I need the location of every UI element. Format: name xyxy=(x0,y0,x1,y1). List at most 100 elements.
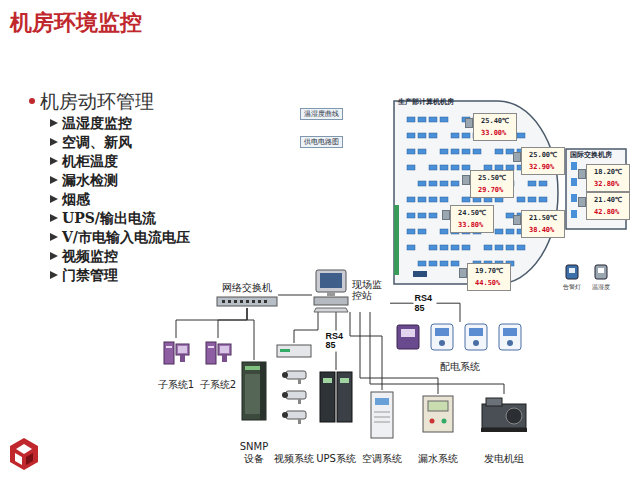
menu-button: 供电电路图 xyxy=(300,136,343,148)
subsystem-pc: 子系统2 xyxy=(198,338,238,390)
icon-rect xyxy=(571,178,577,186)
sensor-reading: 25.50℃29.70% xyxy=(470,170,514,198)
icon-rect xyxy=(517,245,525,250)
alarm-lamp-icon xyxy=(566,265,578,279)
icon-rect xyxy=(462,165,470,170)
exchange-room-plan: 国际交换机房18.20℃32.80%21.40℃42.80% xyxy=(565,148,627,230)
icon-rect xyxy=(397,325,419,349)
icon-rect xyxy=(277,345,311,357)
icon-rect xyxy=(473,149,481,154)
sensor-icon xyxy=(598,268,604,273)
icon-rect xyxy=(407,245,415,250)
node-label: 21.50℃ xyxy=(524,212,562,224)
generator-set: 发电机组 xyxy=(476,394,532,464)
icon-rect xyxy=(440,197,448,202)
icon-caption: 告警灯 xyxy=(563,283,581,292)
icon-rect xyxy=(486,398,502,406)
node-label: 子系统2 xyxy=(200,379,236,391)
icon-rect xyxy=(180,355,185,362)
icon-rect xyxy=(413,271,427,277)
icon-rect xyxy=(571,210,577,218)
icon-circle xyxy=(282,392,288,398)
video-system-icon xyxy=(274,343,314,464)
icon-rect xyxy=(503,328,517,336)
aircon-system: 空调系统 xyxy=(360,390,404,464)
node-label: 19.70℃ xyxy=(470,265,508,277)
sensor-reading: 25.40℃33.00% xyxy=(473,113,517,141)
icon-rect xyxy=(499,324,521,350)
node-label: 温湿度曲线 xyxy=(304,110,339,118)
node-label: 25.40℃ xyxy=(476,115,514,127)
list-item: 机柜温度 xyxy=(62,153,118,170)
alarm-lamp-icon xyxy=(569,268,575,273)
icon-rect xyxy=(440,245,448,250)
node-sublabel: 42.80% xyxy=(589,206,627,218)
icon-rect xyxy=(240,300,243,303)
sensor-reading: 21.40℃42.80% xyxy=(586,192,630,220)
icon-rect xyxy=(242,362,266,420)
icon-rect xyxy=(298,399,301,404)
icon-rect xyxy=(298,419,301,424)
icon-rect xyxy=(178,346,187,353)
icon-rect xyxy=(495,149,503,154)
node-label: 空调系统 xyxy=(362,453,402,465)
icon-rect xyxy=(418,197,426,202)
icon-rect xyxy=(394,205,399,275)
icon-rect xyxy=(429,197,437,202)
slide-title: 机房环境监控 xyxy=(10,8,142,38)
machine-room-plan: 生产部计算机机房25.40℃33.00%25.00℃32.90%25.50℃29… xyxy=(393,95,563,290)
leak-system: 漏水系统 xyxy=(414,394,462,464)
connector-line xyxy=(218,308,247,338)
node-label: 发电机组 xyxy=(484,453,524,465)
icon-rect xyxy=(314,297,348,305)
icon-rect xyxy=(429,133,437,138)
sensor-reading: 18.20℃32.80% xyxy=(586,164,630,192)
node-label: 现场监控站 xyxy=(352,279,390,302)
logo-face xyxy=(26,453,33,465)
icon-rect xyxy=(440,149,448,154)
node-label: 18.20℃ xyxy=(589,166,627,178)
icon-rect xyxy=(482,404,526,428)
node-label: SNMP设备 xyxy=(236,441,272,464)
icon-rect xyxy=(418,229,426,234)
icon-rect xyxy=(166,346,172,348)
icon-rect xyxy=(401,329,415,337)
icon-rect xyxy=(371,392,393,438)
icon-rect xyxy=(316,270,346,292)
icon-rect xyxy=(407,213,415,218)
icon-rect xyxy=(208,346,214,348)
icon-rect xyxy=(176,344,189,355)
node-label: 供电电路图 xyxy=(304,138,339,146)
icon-rect xyxy=(407,197,415,202)
icon-rect xyxy=(206,342,216,364)
video-system: 视频系统 xyxy=(274,343,314,464)
icon-rect xyxy=(435,328,449,336)
icon-rect xyxy=(164,342,174,364)
node-label: 漏水系统 xyxy=(418,453,458,465)
icon-rect xyxy=(539,181,547,186)
icon-rect xyxy=(571,194,577,202)
icon-rect xyxy=(429,261,437,266)
icon-rect xyxy=(462,245,470,250)
icon-rect xyxy=(451,261,459,266)
icon-rect xyxy=(407,165,415,170)
icon-rect xyxy=(462,197,470,202)
list-item: 门禁管理 xyxy=(62,267,118,284)
icon-circle xyxy=(442,419,447,424)
icon-rect xyxy=(298,379,301,384)
connector-line xyxy=(360,312,438,394)
icon-rect xyxy=(407,133,415,138)
connector-line xyxy=(370,312,504,394)
list-item: 视频监控 xyxy=(62,248,118,265)
icon-rect xyxy=(423,396,453,432)
icon-rect xyxy=(286,411,306,419)
icon-rect xyxy=(428,401,448,411)
icon-circle xyxy=(506,408,522,424)
icon-rect xyxy=(495,245,503,250)
node-label: 网络交换机 xyxy=(222,282,272,294)
icon-rect xyxy=(440,181,448,186)
icon-rect xyxy=(418,117,426,122)
node-sublabel: 44.50% xyxy=(470,277,508,289)
snmp-device: SNMP设备 xyxy=(236,360,272,464)
